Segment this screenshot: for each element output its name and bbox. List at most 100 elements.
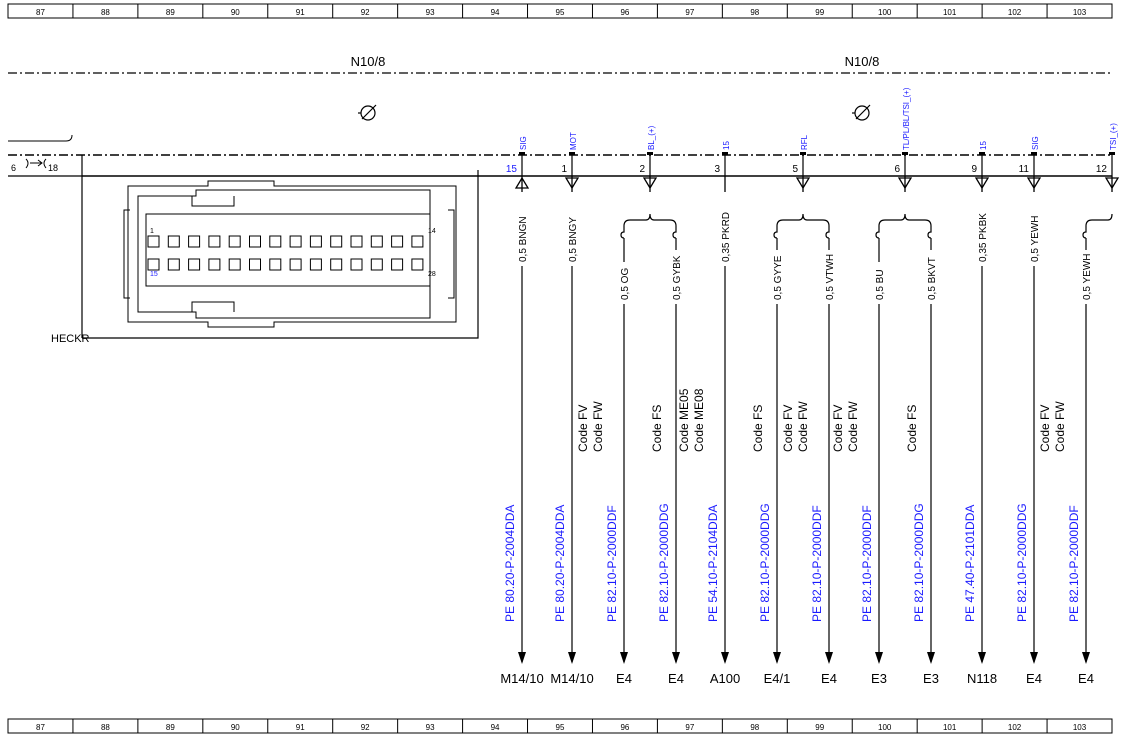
- pin-number: 2: [639, 164, 645, 175]
- document-reference-link[interactable]: PE 82.10-P-2000DDF: [605, 505, 619, 622]
- wire-color-label: 0,5 OG: [620, 268, 631, 300]
- wire-color-label: 0,5 BKVT: [927, 257, 938, 300]
- grid-column-label: 101: [943, 8, 957, 17]
- wire: 0,35 PKBK PE 47.40-P-2101DDA N118: [963, 213, 997, 686]
- option-code-label: Code FS: [905, 405, 919, 452]
- pin-signal-label: MOT: [569, 132, 578, 150]
- connector-pin-cavity: [228, 258, 241, 271]
- connector-pin-cavity: [309, 258, 322, 271]
- option-code-label: Code FS: [751, 405, 765, 452]
- document-reference-link[interactable]: PE 82.10-P-2000DDG: [758, 503, 772, 622]
- grid-column-label: 91: [296, 723, 305, 732]
- wire-color-label: 0,5 YEWH: [1082, 254, 1093, 301]
- wire-arrow-icon: [875, 652, 883, 664]
- document-reference-link[interactable]: PE 54.10-P-2104DDA: [706, 505, 720, 622]
- option-code-label: Code FV: [781, 405, 795, 452]
- destination-label: E4/1: [764, 671, 791, 686]
- component-label-right: N10/8: [845, 54, 880, 69]
- wire-break-mark: [927, 226, 932, 239]
- wire-color-label: 0,5 GYBK: [672, 255, 683, 300]
- document-reference-link[interactable]: PE 47.40-P-2101DDA: [963, 505, 977, 622]
- document-reference-link[interactable]: PE 80.20-P-2004DDA: [553, 505, 567, 622]
- connector-pin-cavity: [391, 235, 404, 248]
- connector-housing: HECKR 1 14 15 28: [51, 170, 479, 345]
- document-reference-link[interactable]: PE 82.10-P-2000DDF: [860, 505, 874, 622]
- connector-pin-cavity: [370, 235, 383, 248]
- pin-signal-label: RFL: [800, 134, 809, 150]
- wire-break-mark: [773, 226, 778, 239]
- destination-label: E4: [1078, 671, 1094, 686]
- document-reference-link[interactable]: PE 82.10-P-2000DDG: [657, 503, 671, 622]
- connector-pin-cavity: [350, 235, 363, 248]
- pin-signal-label: TSI_(+): [1109, 123, 1118, 150]
- pin-signal-label: TL/PL/BL/TSI_(+): [902, 87, 911, 150]
- connector-pin-cavity: [269, 235, 282, 248]
- option-code-label: Code ME05: [677, 388, 691, 452]
- wire-color-label: 0,35 PKRD: [721, 212, 732, 262]
- grid-column-label: 103: [1073, 8, 1087, 17]
- wire-color-label: 0,5 BNGN: [518, 216, 529, 262]
- destination-label: M14/10: [550, 671, 593, 686]
- wire-arrow-icon: [568, 652, 576, 664]
- grid-column-label: 92: [361, 723, 370, 732]
- pin-number: 1: [561, 164, 567, 175]
- grid-column-label: 95: [556, 8, 565, 17]
- connector-pin-cavity: [228, 235, 241, 248]
- wire-arrow-icon: [978, 652, 986, 664]
- wire: 0,5 BKVT Code FS PE 82.10-P-2000DDG E3: [905, 226, 939, 686]
- pin-label-first-bottom: 15: [150, 271, 158, 278]
- connector-pin-cavity: [289, 258, 302, 271]
- wire-arrow-icon: [773, 652, 781, 664]
- option-code-label: Code FV: [1038, 405, 1052, 452]
- grid-column-label: 98: [750, 723, 759, 732]
- grid-column-label: 96: [620, 8, 629, 17]
- pin-signal-label: 15: [722, 141, 731, 150]
- grid-column-label: 99: [815, 8, 824, 17]
- pin-number: 15: [506, 164, 518, 175]
- grid-column-label: 89: [166, 723, 175, 732]
- grid-column-label: 93: [426, 8, 435, 17]
- shield-symbol-icon: [358, 104, 377, 121]
- pin-signal-label: BL_(+): [647, 125, 656, 150]
- destination-label: E4: [821, 671, 837, 686]
- destination-label: A100: [710, 671, 740, 686]
- destination-label: N118: [967, 671, 997, 686]
- document-reference-link[interactable]: PE 82.10-P-2000DDF: [810, 505, 824, 622]
- grid-column-label: 103: [1073, 723, 1087, 732]
- stub-pin-a: 6: [11, 163, 16, 173]
- wire-break-mark: [672, 226, 677, 239]
- option-code-label: Code ME08: [692, 388, 706, 452]
- wire-break-mark: [1082, 226, 1087, 239]
- destination-label: E4: [668, 671, 684, 686]
- connector-pin-cavity: [188, 258, 201, 271]
- pin-number: 11: [1019, 164, 1030, 175]
- left-stub-connector: 6 18: [8, 134, 83, 338]
- connector-pin-cavity: [411, 258, 424, 271]
- wire-arrow-icon: [620, 652, 628, 664]
- connector-pin-cavity: [370, 258, 383, 271]
- wire: 0,5 GYBK Code FS PE 82.10-P-2000DDG E4: [650, 226, 684, 686]
- grid-column-label: 102: [1008, 8, 1022, 17]
- document-reference-link[interactable]: PE 82.10-P-2000DDG: [1015, 503, 1029, 622]
- pin-signal-label: SIG: [519, 136, 528, 150]
- wire-color-label: 0,35 PKBK: [978, 213, 989, 262]
- document-reference-link[interactable]: PE 80.20-P-2004DDA: [503, 505, 517, 622]
- option-code-label: Code FW: [796, 401, 810, 452]
- option-code-label: Code FS: [650, 405, 664, 452]
- grid-column-label: 88: [101, 8, 110, 17]
- document-reference-link[interactable]: PE 82.10-P-2000DDG: [912, 503, 926, 622]
- grid-column-label: 90: [231, 723, 240, 732]
- wire-arrow-icon: [518, 652, 526, 664]
- connector-pin-cavity: [330, 258, 343, 271]
- document-reference-link[interactable]: PE 82.10-P-2000DDF: [1067, 505, 1081, 622]
- grid-column-label: 97: [685, 8, 694, 17]
- destination-label: E3: [923, 671, 939, 686]
- option-code-label: Code FV: [576, 405, 590, 452]
